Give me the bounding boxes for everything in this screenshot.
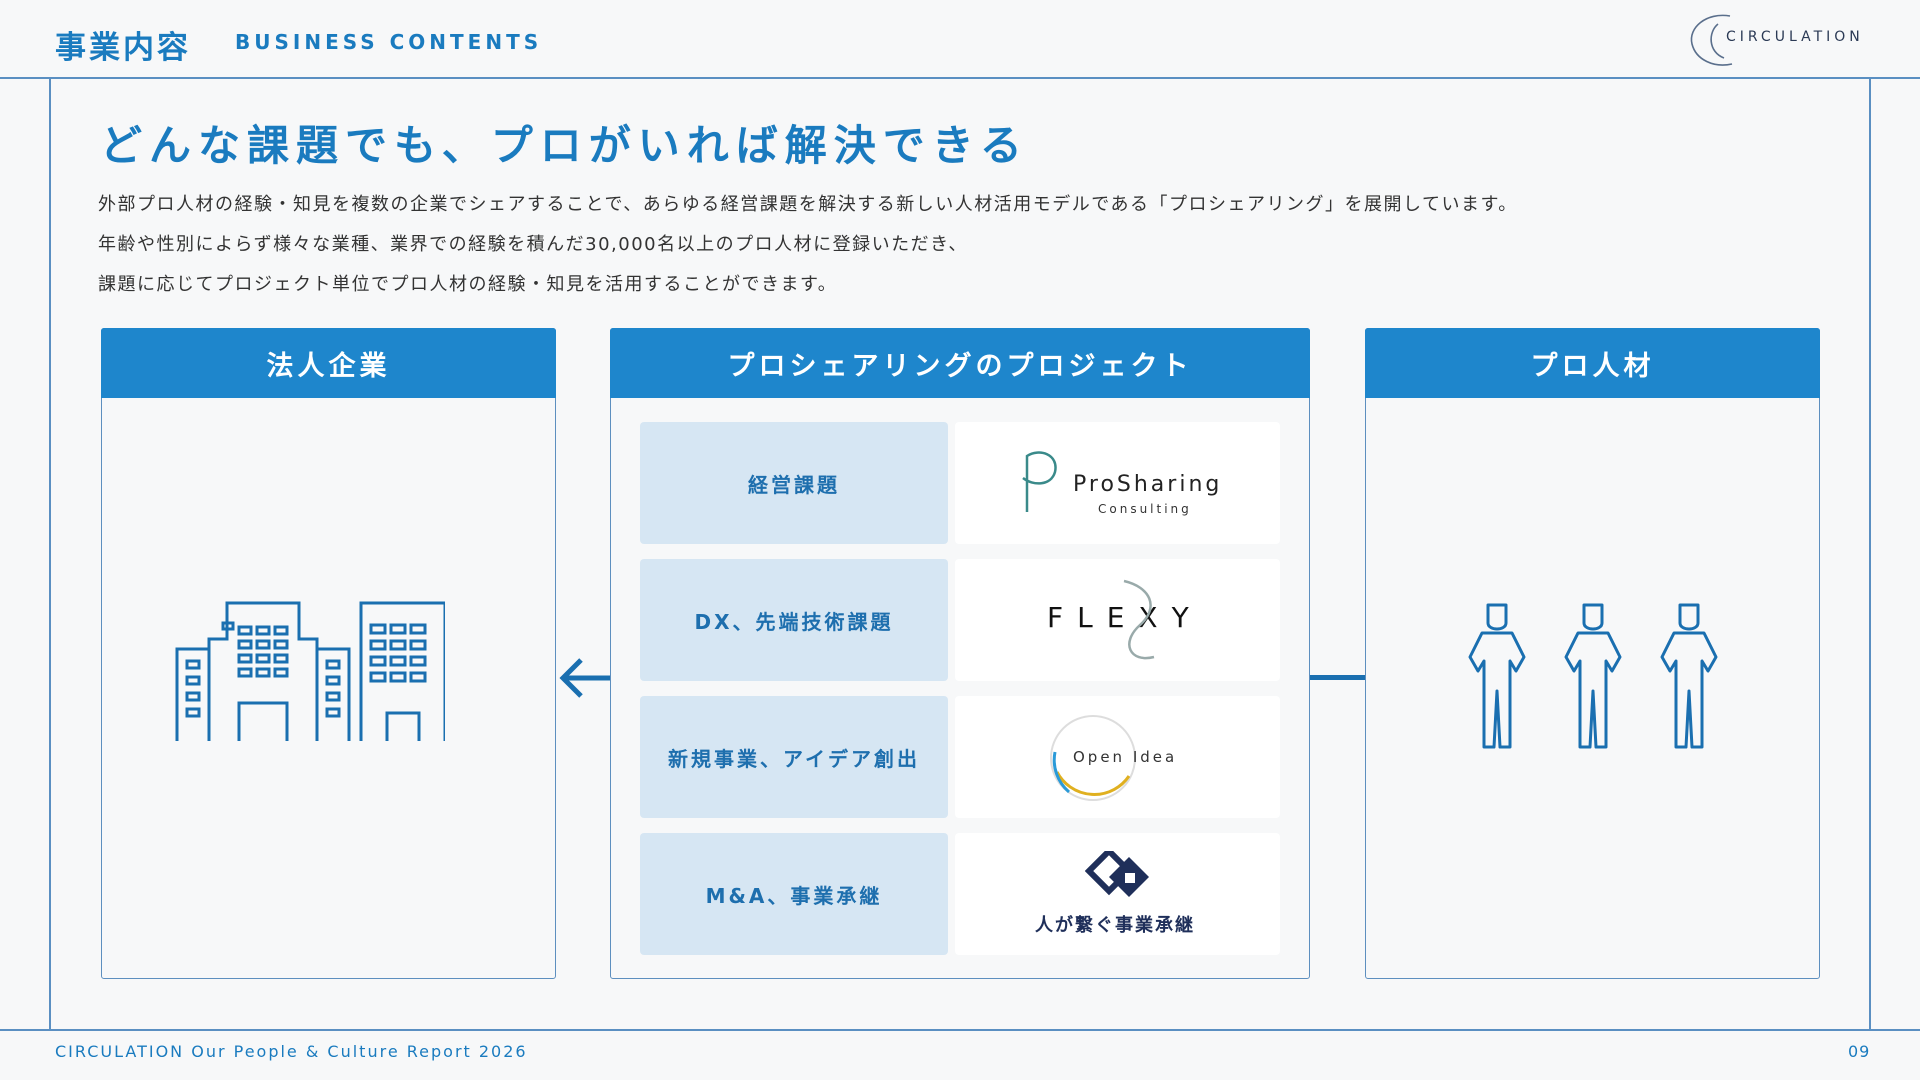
professional-panel: プロ人材 xyxy=(1365,328,1820,979)
frame-right xyxy=(1869,77,1871,1030)
row-label-ma: M&A、事業承継 xyxy=(640,833,948,955)
circulation-logo-icon xyxy=(1690,14,1733,66)
succession-mark-icon xyxy=(1085,851,1149,897)
connector-line xyxy=(1310,675,1365,680)
open-idea-ring-icon xyxy=(1050,715,1136,801)
logo-open-idea: Open Idea xyxy=(955,696,1280,818)
people-icon xyxy=(1468,603,1718,749)
logo-flexy: FLEXY xyxy=(955,559,1280,681)
prosharing-logo-sub: Consulting xyxy=(1098,502,1192,516)
succession-logo-text: 人が繋ぐ事業承継 xyxy=(1035,915,1195,936)
corporate-panel: 法人企業 xyxy=(101,328,556,979)
header-divider xyxy=(0,77,1920,79)
professional-panel-title: プロ人材 xyxy=(1365,328,1820,398)
headline: どんな課題でも、プロがいれば解決できる xyxy=(100,121,1029,170)
row-label-dx: DX、先端技術課題 xyxy=(640,559,948,681)
page-title: 事業内容 xyxy=(55,30,191,66)
arrow-left-icon xyxy=(559,658,611,698)
project-panel-title: プロシェアリングのプロジェクト xyxy=(610,328,1310,398)
page-subtitle: BUSINESS CONTENTS xyxy=(235,30,543,54)
prosharing-logo-text: ProSharing xyxy=(1073,472,1223,497)
buildings-icon xyxy=(175,601,445,741)
frame-left xyxy=(49,77,51,1030)
logo-prosharing: ProSharing Consulting xyxy=(955,422,1280,544)
row-label-management: 経営課題 xyxy=(640,422,948,544)
description-line-2: 年齢や性別によらず様々な業種、業界での経験を積んだ30,000名以上のプロ人材に… xyxy=(98,234,968,255)
footer-divider xyxy=(0,1029,1920,1031)
row-label-new-business: 新規事業、アイデア創出 xyxy=(640,696,948,818)
flexy-logo-text: FLEXY xyxy=(1047,601,1203,634)
prosharing-mark-icon xyxy=(1022,451,1057,512)
footer-report-title: CIRCULATION Our People & Culture Report … xyxy=(55,1042,528,1061)
logo-succession: 人が繋ぐ事業承継 xyxy=(955,833,1280,955)
description-line-3: 課題に応じてプロジェクト単位でプロ人材の経験・知見を活用することができます。 xyxy=(98,274,838,295)
page-number: 09 xyxy=(1848,1042,1871,1061)
logo-text: CIRCULATION xyxy=(1726,29,1864,45)
open-idea-logo-text: Open Idea xyxy=(1073,748,1178,766)
description-line-1: 外部プロ人材の経験・知見を複数の企業でシェアすることで、あらゆる経営課題を解決す… xyxy=(98,194,1518,215)
flexy-mark-icon xyxy=(1123,579,1155,660)
corporate-panel-title: 法人企業 xyxy=(101,328,556,398)
